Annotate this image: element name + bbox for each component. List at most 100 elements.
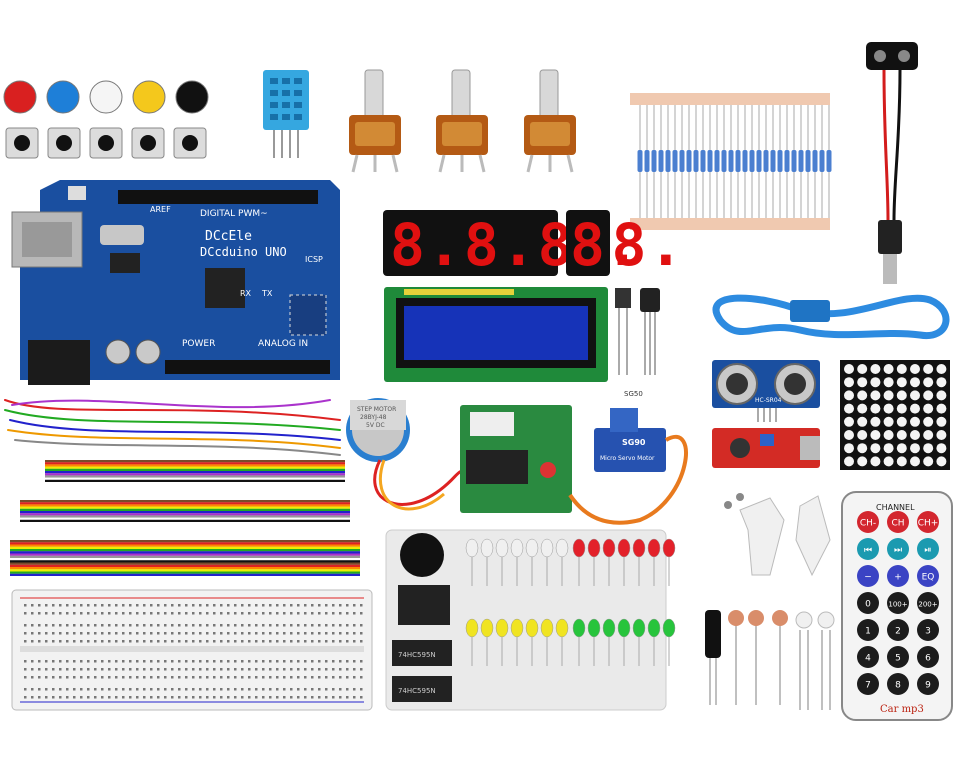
resistor bbox=[693, 150, 699, 172]
remote-button[interactable] bbox=[857, 673, 879, 695]
remote-button[interactable] bbox=[857, 646, 879, 668]
resistor bbox=[812, 150, 818, 172]
led-dot-matrix bbox=[840, 360, 950, 470]
remote-button-label: 1 bbox=[865, 627, 871, 637]
resistor bbox=[672, 150, 678, 172]
remote-button[interactable] bbox=[857, 619, 879, 641]
jumper-wire-bundle bbox=[4, 399, 341, 456]
seven-segment-1digit: 8. bbox=[566, 210, 640, 279]
ribbon-cable-2 bbox=[20, 500, 350, 522]
remote-button[interactable] bbox=[887, 592, 909, 614]
resistor bbox=[826, 150, 832, 172]
sg90-servo: SG90 Micro Servo Motor bbox=[568, 408, 688, 525]
remote-button-label: 9 bbox=[925, 681, 931, 691]
remote-button[interactable] bbox=[887, 619, 909, 641]
remote-button-label: 4 bbox=[865, 654, 871, 664]
chip-label-2: 74HC595N bbox=[398, 687, 436, 695]
remote-button-label: 2 bbox=[895, 627, 901, 637]
push-button-set bbox=[3, 80, 209, 114]
remote-button-label: 6 bbox=[925, 654, 931, 664]
remote-button[interactable] bbox=[887, 565, 909, 587]
dht11-sensor bbox=[263, 70, 309, 158]
resistor bbox=[651, 150, 657, 172]
remote-button-label: CH bbox=[891, 519, 904, 529]
resistor bbox=[777, 150, 783, 172]
resistor bbox=[763, 150, 769, 172]
arduino-uno-board: DCcEle DCcduino UNO DIGITAL PWM~ POWER A… bbox=[11, 180, 340, 385]
ir-receiver-pair bbox=[615, 288, 660, 375]
remote-button[interactable] bbox=[887, 673, 909, 695]
resistor bbox=[770, 150, 776, 172]
board-analog-label: ANALOG IN bbox=[258, 339, 308, 349]
resistor bbox=[721, 150, 727, 172]
button-cap-4 bbox=[175, 80, 209, 114]
lcd-1602-module bbox=[384, 287, 608, 382]
remote-button[interactable] bbox=[917, 565, 939, 587]
seven-segment-digits: 8.8.8.8. bbox=[390, 211, 685, 279]
remote-button[interactable] bbox=[917, 538, 939, 560]
breadboard bbox=[11, 589, 373, 711]
remote-button-label: EQ bbox=[922, 573, 935, 583]
resistor bbox=[707, 150, 713, 172]
remote-button[interactable] bbox=[887, 511, 909, 533]
remote-button[interactable] bbox=[917, 646, 939, 668]
seven-segment-single: 8. bbox=[570, 211, 640, 279]
remote-button[interactable] bbox=[857, 511, 879, 533]
remote-button-label: ⏮ bbox=[864, 546, 872, 556]
chip-label-1: 74HC595N bbox=[398, 651, 436, 659]
board-model: DCcduino UNO bbox=[200, 245, 287, 259]
board-icsp-label: ICSP bbox=[305, 255, 323, 264]
resistor bbox=[637, 150, 643, 172]
resistor bbox=[756, 150, 762, 172]
ultrasonic-sensor: HC-SR04 bbox=[712, 360, 820, 422]
ribbon-cable-1 bbox=[45, 460, 345, 482]
stepper-motor: STEP MOTOR 28BYJ-48 5V DC bbox=[346, 398, 471, 511]
remote-button[interactable] bbox=[917, 619, 939, 641]
resistor bbox=[658, 150, 664, 172]
remote-button-label: 100+ bbox=[888, 601, 907, 609]
board-tx-label: TX bbox=[261, 289, 273, 298]
stepper-line2: 28BYJ-48 bbox=[360, 414, 387, 421]
board-brand: DCcEle bbox=[205, 229, 252, 244]
remote-header: CHANNEL bbox=[876, 503, 915, 512]
remote-button[interactable] bbox=[857, 565, 879, 587]
remote-button-label: CH- bbox=[860, 519, 876, 529]
remote-button[interactable] bbox=[887, 646, 909, 668]
servo-horn-set bbox=[724, 493, 831, 577]
remote-button-label: 3 bbox=[925, 627, 931, 637]
resistor bbox=[805, 150, 811, 172]
resistor bbox=[819, 150, 825, 172]
resistor bbox=[784, 150, 790, 172]
remote-button-label: 8 bbox=[895, 681, 901, 691]
stepper-line3: 5V DC bbox=[366, 422, 385, 429]
remote-button[interactable] bbox=[857, 592, 879, 614]
resistor bbox=[728, 150, 734, 172]
stepper-line1: STEP MOTOR bbox=[357, 406, 396, 413]
button-cap-0 bbox=[3, 80, 37, 114]
remote-button[interactable] bbox=[887, 538, 909, 560]
remote-button-label: 0 bbox=[865, 600, 871, 610]
resistor bbox=[644, 150, 650, 172]
board-digital-label: DIGITAL PWM~ bbox=[200, 209, 268, 219]
resistor bbox=[700, 150, 706, 172]
seven-segment-4digit: 8.8.8.8. bbox=[383, 210, 685, 279]
resistor bbox=[798, 150, 804, 172]
remote-button-label: ⏯ bbox=[924, 546, 931, 556]
resistor-strip bbox=[630, 93, 832, 230]
remote-button[interactable] bbox=[917, 592, 939, 614]
remote-button[interactable] bbox=[917, 511, 939, 533]
resistor bbox=[686, 150, 692, 172]
resistor bbox=[714, 150, 720, 172]
remote-button[interactable] bbox=[857, 538, 879, 560]
resistor bbox=[749, 150, 755, 172]
tilt-sensor-label: SG50 bbox=[624, 390, 643, 398]
battery-clip bbox=[866, 42, 918, 284]
ribbon-cable-3 bbox=[10, 540, 360, 576]
ultrasonic-label: HC-SR04 bbox=[755, 397, 782, 404]
button-cap-2 bbox=[89, 80, 123, 114]
potentiometer-set bbox=[349, 69, 576, 173]
remote-button[interactable] bbox=[917, 673, 939, 695]
capacitor-sensor-set bbox=[705, 610, 835, 710]
